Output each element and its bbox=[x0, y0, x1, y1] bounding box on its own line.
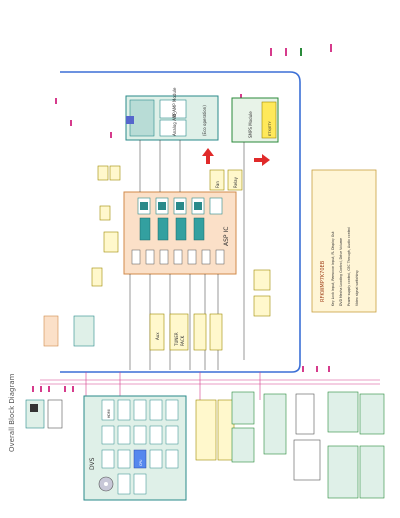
smps-sub-label: ETX/ETY bbox=[268, 120, 272, 136]
eco-label: (Eco operation) bbox=[202, 105, 207, 136]
smps-module: SMPS Module ETX/ETY bbox=[231, 97, 279, 143]
dvs-title: DVS bbox=[89, 457, 96, 470]
left-blocks bbox=[25, 315, 95, 429]
bottom-blocks bbox=[195, 391, 385, 499]
amp-module: D_AMP Module Analog AMP (Eco operation) bbox=[125, 87, 219, 141]
svg-text:PACK: PACK bbox=[180, 335, 185, 346]
svg-text:HDMI: HDMI bbox=[107, 409, 111, 418]
pink-lines bbox=[40, 372, 380, 400]
svg-text:Video signal switching: Video signal switching bbox=[355, 271, 359, 307]
mid-blocks: Aux TUNER PACK bbox=[149, 269, 271, 351]
svg-text:Key Lock Input, Remocon Input,: Key Lock Input, Remocon Input, FL Displa… bbox=[331, 231, 335, 306]
amp-sub-label: Analog AMP bbox=[172, 112, 177, 136]
fan-relay: Fan Relay bbox=[209, 169, 243, 191]
smps-label: SMPS Module bbox=[248, 111, 253, 138]
svg-text:Fan: Fan bbox=[215, 181, 220, 188]
legend-box: RFKWMP7K70EB Key Lock Input, Remocon Inp… bbox=[311, 169, 377, 313]
left-yellow-blocks bbox=[91, 165, 121, 287]
svg-text:Relay: Relay bbox=[233, 176, 238, 188]
red-arrows bbox=[202, 148, 270, 166]
asp-ic-label: ASP IC bbox=[223, 227, 230, 246]
svg-text:DVD Mecha Loading Control, Dri: DVD Mecha Loading Control, Drive Volume bbox=[339, 238, 343, 306]
legend-title: RFKWMP7K70EB bbox=[320, 260, 326, 302]
svg-text:CPU: CPU bbox=[139, 459, 143, 466]
main-board-outline bbox=[60, 71, 301, 373]
dvs-module: DVS HDMI CPU bbox=[83, 395, 187, 501]
pin-markers bbox=[32, 366, 330, 392]
amp-label: D_AMP Module bbox=[172, 87, 177, 117]
asp-ic: ASP IC bbox=[123, 191, 237, 275]
top-connector-marks bbox=[55, 44, 332, 138]
svg-text:Aux: Aux bbox=[155, 332, 160, 340]
page-title: Overall Block Diagram bbox=[8, 373, 16, 452]
svg-text:Power supply control, CEC Thro: Power supply control, CEC Through, Audio… bbox=[347, 227, 351, 306]
svg-text:TUNER: TUNER bbox=[174, 332, 179, 347]
